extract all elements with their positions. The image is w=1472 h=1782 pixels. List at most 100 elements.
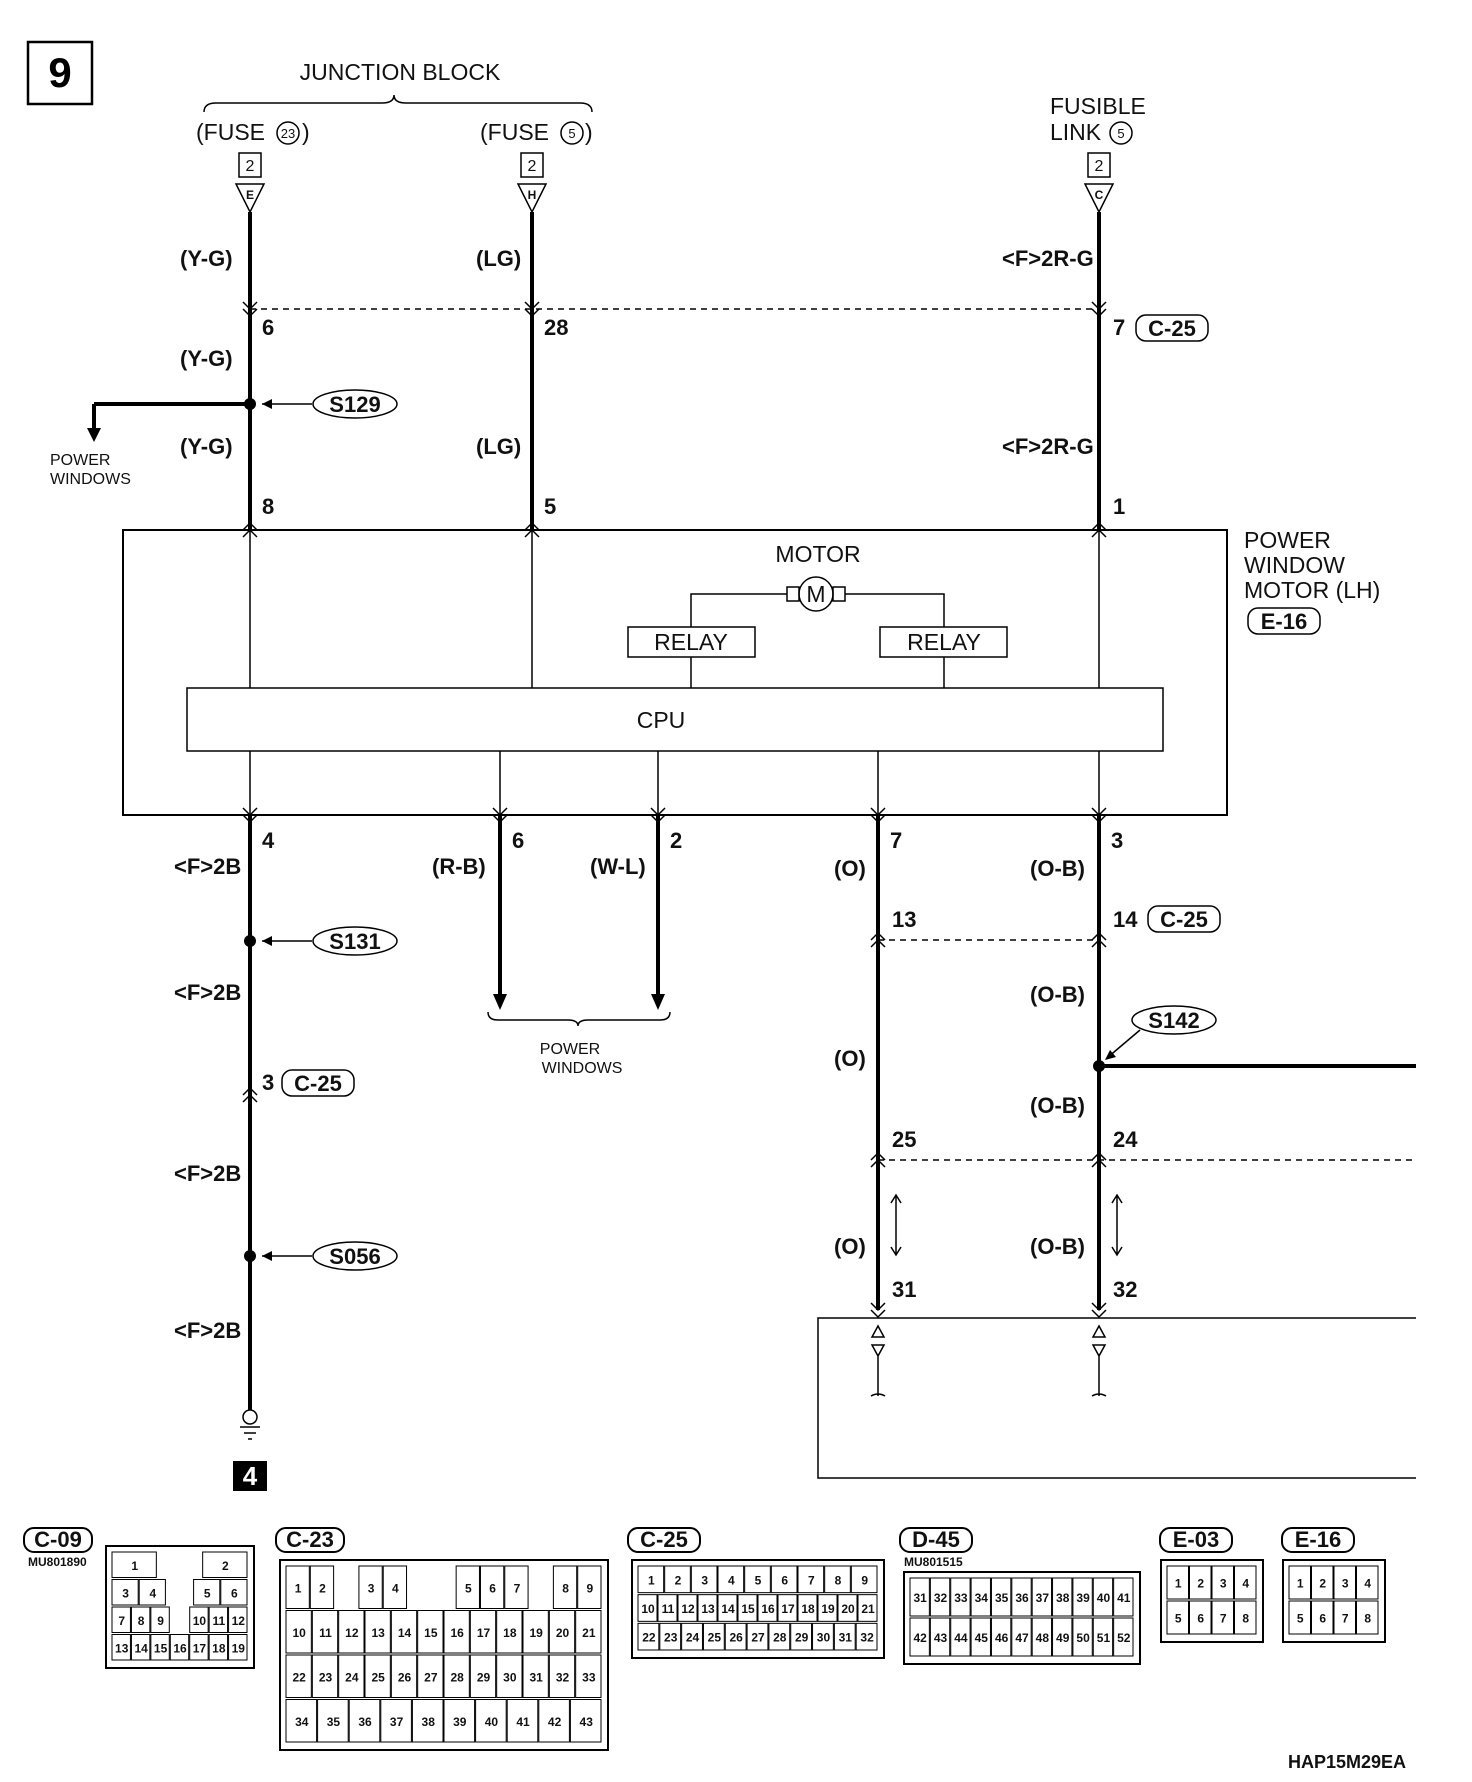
connector-cavity xyxy=(469,1610,497,1654)
connector-cavity xyxy=(637,1622,660,1651)
pin-number: 3 xyxy=(262,1070,274,1095)
connector-cavity xyxy=(208,1634,229,1661)
power-windows-label: WINDOWS xyxy=(50,471,131,488)
arrow-left-icon xyxy=(262,1251,272,1261)
connector-cavity xyxy=(358,1565,383,1609)
connector-cavity xyxy=(364,1610,391,1654)
connector-cavity xyxy=(208,1606,229,1633)
connector-cavity xyxy=(443,1699,476,1743)
connector-cavity xyxy=(475,1699,507,1743)
connector-pin-number: 27 xyxy=(424,1670,438,1684)
arrow-down-icon xyxy=(87,428,101,442)
connector-pin-number: 4 xyxy=(149,1586,156,1600)
connector-pin-number: 8 xyxy=(1364,1612,1371,1626)
connector-pin-number: 8 xyxy=(835,1573,842,1587)
connector-pin-number: 15 xyxy=(741,1602,755,1616)
connector-cavity xyxy=(1311,1600,1334,1635)
connector-cavity xyxy=(338,1654,365,1698)
relay-right-label: RELAY xyxy=(907,629,981,655)
cpu-label: CPU xyxy=(637,707,686,733)
connector-cavity xyxy=(1189,1600,1212,1635)
connector-pin-number: 37 xyxy=(390,1715,404,1729)
connector-cavity xyxy=(1092,1617,1114,1657)
motor-symbol: M xyxy=(806,581,825,607)
connector-mark xyxy=(1091,1302,1107,1319)
connector-cavity xyxy=(1166,1565,1189,1600)
connector-cavity xyxy=(1211,1600,1234,1635)
connector-pin-number: 11 xyxy=(213,1614,226,1628)
connector-part-number: MU801515 xyxy=(904,1555,963,1569)
connector-pin-number: 1 xyxy=(1297,1577,1304,1591)
pin-number: 3 xyxy=(1111,828,1123,853)
power-windows-label: POWER xyxy=(50,452,110,469)
connector-pin-number: 13 xyxy=(371,1626,385,1640)
connector-pin-number: 20 xyxy=(841,1602,855,1616)
connector-cavity xyxy=(950,1577,971,1617)
connector-pin-number: 4 xyxy=(1242,1577,1249,1591)
connector-cavity xyxy=(855,1622,878,1651)
connector-view-badge xyxy=(627,1527,701,1553)
connector-cavity xyxy=(417,1654,444,1698)
fusible-link-5-source: FUSIBLE LINK 5 2 C xyxy=(1050,93,1146,214)
connector-mark xyxy=(1091,807,1107,824)
connector-pin-number: 5 xyxy=(1297,1612,1304,1626)
connector-cavity xyxy=(130,1606,151,1633)
connector-mark xyxy=(870,1151,886,1168)
connector-cavity xyxy=(111,1551,157,1578)
connector-cavity xyxy=(990,1617,1012,1657)
connector-mark xyxy=(870,807,886,824)
connector-pin-number: 45 xyxy=(975,1631,989,1645)
ground-number: 4 xyxy=(243,1461,258,1491)
connector-c25-label: C-25 xyxy=(1148,316,1196,341)
connector-c25-badge xyxy=(281,1069,355,1097)
connector-pin-number: 37 xyxy=(1036,1591,1050,1605)
connector-pin-number: 43 xyxy=(580,1715,594,1729)
wire-label: (R-B) xyxy=(432,854,486,879)
connector-cavity xyxy=(285,1610,312,1654)
connector-pin-number: 10 xyxy=(193,1614,207,1628)
wire-label: (O) xyxy=(834,856,866,881)
connector-pin-number: 31 xyxy=(529,1670,543,1684)
motor-leads xyxy=(690,593,945,627)
connector-mark xyxy=(650,807,666,824)
connector-pin-number: 51 xyxy=(1097,1631,1111,1645)
connector-cavity xyxy=(496,1654,523,1698)
fuse-5-source: (FUSE 5 ) 2 H xyxy=(480,119,593,214)
connector-cavity xyxy=(417,1610,444,1654)
connector-cavity xyxy=(909,1577,930,1617)
connector-pin-number: 26 xyxy=(730,1631,744,1645)
connector-view-id: C-25 xyxy=(640,1527,688,1552)
connector-pin-number: 34 xyxy=(295,1715,309,1729)
fuse-23-box: 2 xyxy=(246,158,255,175)
component-label: POWER xyxy=(1244,527,1331,553)
connector-pin-number: 6 xyxy=(1197,1612,1204,1626)
connector-pin-number: 4 xyxy=(392,1581,399,1595)
connector-pin-number: 5 xyxy=(755,1573,762,1587)
connector-cavity xyxy=(548,1654,576,1698)
connector-cavity xyxy=(443,1610,470,1654)
connector-cavity xyxy=(348,1699,381,1743)
connector-cavity xyxy=(950,1617,971,1657)
fuse-23-number: 23 xyxy=(281,126,295,141)
connector-view-id: C-23 xyxy=(286,1527,334,1552)
power-window-motor-box xyxy=(122,529,1228,816)
connector-pin-number: 38 xyxy=(422,1715,436,1729)
connector-pin-number: 15 xyxy=(154,1641,168,1655)
connector-pin-number: 1 xyxy=(295,1581,302,1595)
arrow-down-icon xyxy=(651,994,665,1010)
wire-label: <F>2B xyxy=(174,1318,241,1343)
pin-number: 28 xyxy=(544,315,568,340)
fuse-5-box: 2 xyxy=(528,158,537,175)
connector-cavity xyxy=(1189,1565,1212,1600)
connector-pin-number: 8 xyxy=(1242,1612,1249,1626)
connector-cavity xyxy=(111,1579,139,1606)
connector-cavity xyxy=(970,1577,991,1617)
connector-mark xyxy=(492,807,508,824)
connector-mark xyxy=(870,1302,886,1319)
connector-e16-label: E-16 xyxy=(1261,609,1307,634)
connector-pin-number: 1 xyxy=(1175,1577,1182,1591)
connector-view-badge xyxy=(23,1527,93,1553)
connector-cavity xyxy=(390,1654,418,1698)
wire-label: (O-B) xyxy=(1030,856,1085,881)
connector-cavity xyxy=(1211,1565,1234,1600)
